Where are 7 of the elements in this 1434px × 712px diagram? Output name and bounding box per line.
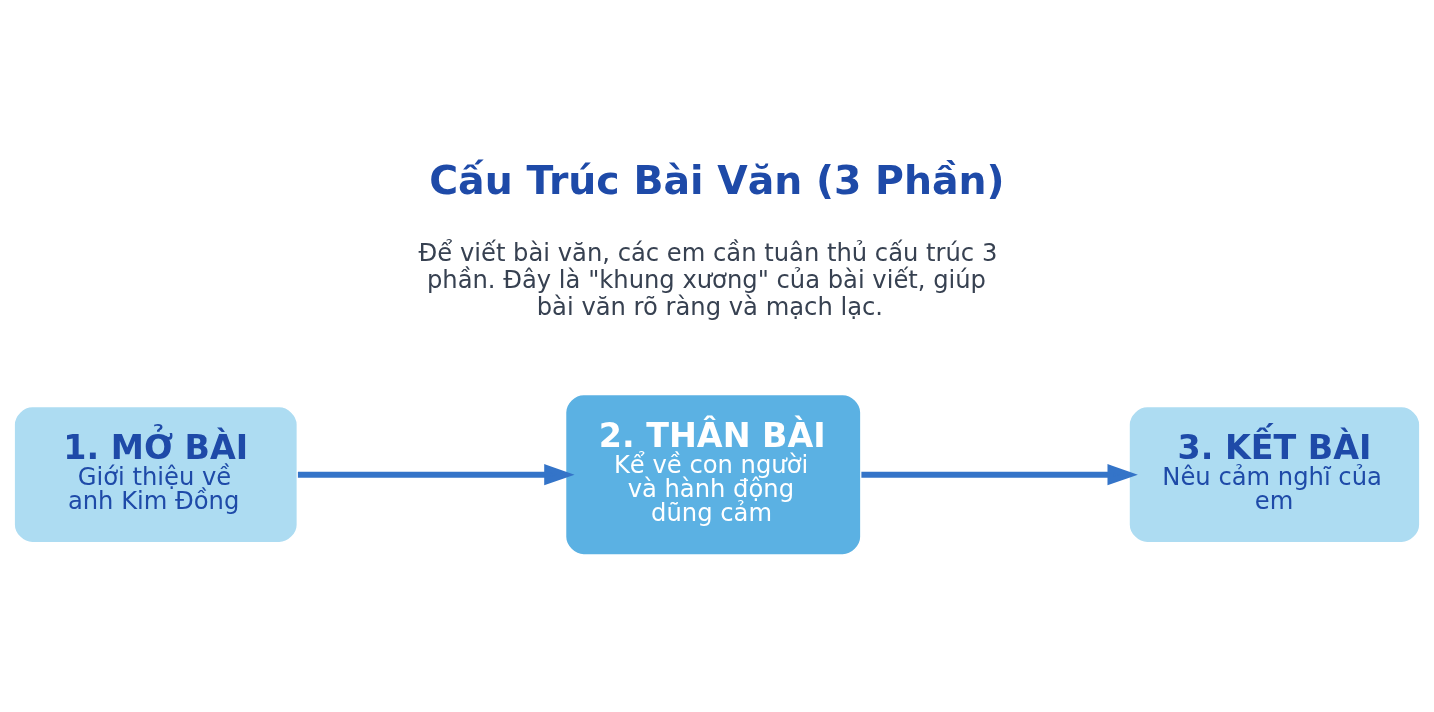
node-box: 1. MỞ BÀI Giới thiệu về anh Kim Đồng [13,405,299,544]
node-box: 3. KẾT BÀI Nêu cảm nghĩ của em [1128,405,1421,544]
arrow [861,463,1138,485]
diagram-title: Cấu Trúc Bài Văn (3 Phần) [429,156,1005,203]
label: Để viết bài văn, các em cần tuân thủ cấu trúc 3 phần. Đây là "khung xương" của bài viết, giúp bài văn rõ ràng và mạch lạc. [418,238,998,321]
arrow [297,463,575,485]
node-box: 2. THÂN BÀI Kể về con người và hành động dũng cảm [564,393,862,556]
